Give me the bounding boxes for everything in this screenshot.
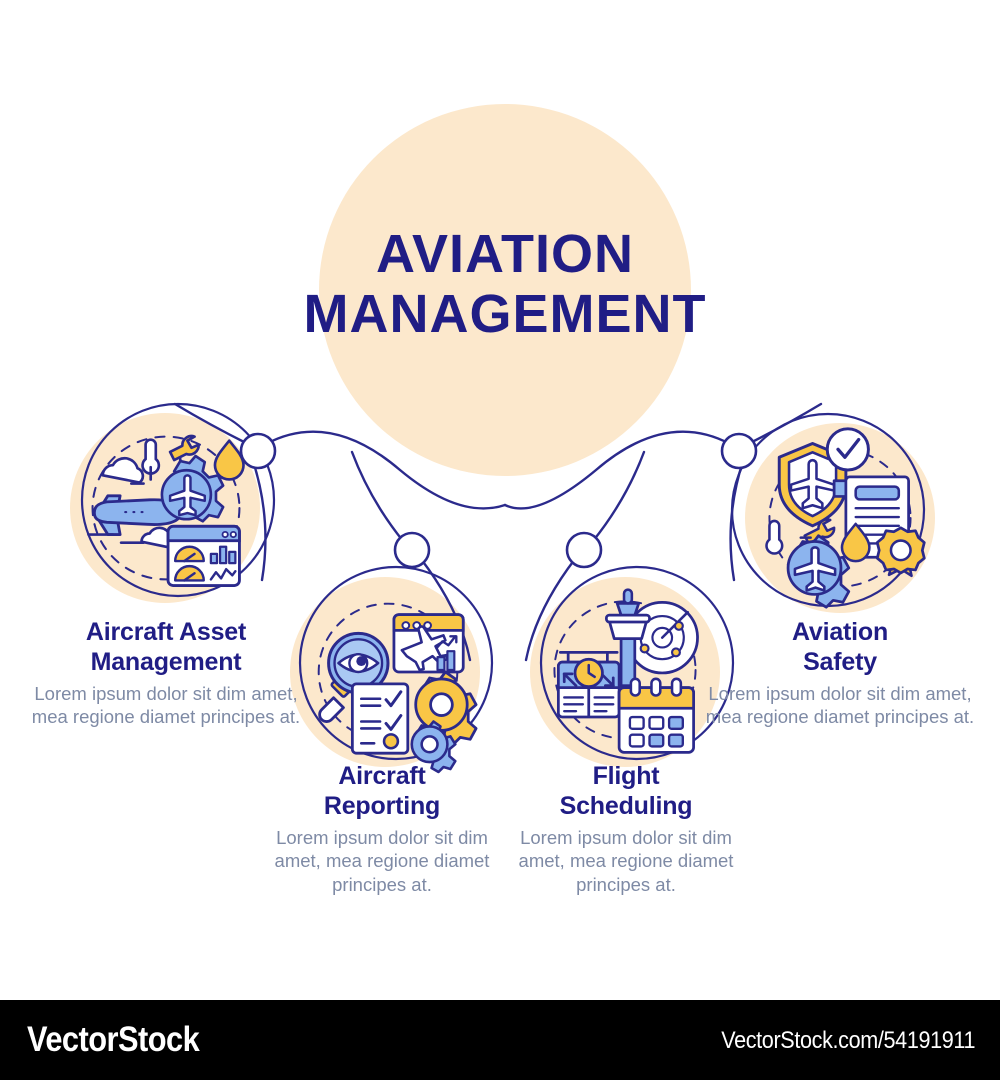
node-ring-flight-scheduling	[539, 565, 735, 761]
node-title-aircraft-asset-management: Aircraft Asset Management	[18, 618, 314, 677]
node-description-aircraft-reporting: Lorem ipsum dolor sit dim amet, mea regi…	[274, 827, 490, 895]
vectorstock-url: VectorStock.com/54191911	[721, 1027, 975, 1054]
node-title-line-2: Management	[90, 647, 242, 676]
center-hub-circle	[319, 104, 691, 476]
connector-node-left	[239, 432, 277, 470]
node-description-flight-scheduling: Lorem ipsum dolor sit dim amet, mea regi…	[518, 827, 734, 895]
node-title-line-1: Aviation	[791, 618, 889, 646]
node-title-aircraft-reporting: Aircraft Reporting	[256, 762, 508, 821]
node-description-aircraft-asset-management: Lorem ipsum dolor sit dim amet, mea regi…	[31, 683, 301, 728]
connector-node-inner-left	[393, 531, 431, 569]
node-title-line-2: Reporting	[323, 791, 441, 820]
node-title-line-1: Aircraft	[338, 762, 426, 790]
watermark-bar: VectorStock VectorStock.com/54191911	[0, 1000, 1000, 1080]
connector-node-inner-right	[565, 531, 603, 569]
node-title-line-2: Scheduling	[559, 791, 693, 820]
hub-title-line-1: AVIATION	[376, 224, 634, 284]
node-text-aircraft-asset-management: Aircraft Asset Management Lorem ipsum do…	[18, 618, 314, 729]
node-title-flight-scheduling: Flight Scheduling	[500, 762, 752, 821]
node-description-aviation-safety: Lorem ipsum dolor sit dim amet, mea regi…	[705, 683, 975, 728]
node-title-aviation-safety: Aviation Safety	[692, 618, 988, 677]
vectorstock-logo: VectorStock	[27, 1020, 200, 1059]
infographic-artwork: AVIATION MANAGEMENT	[70, 104, 935, 774]
node-text-aviation-safety: Aviation Safety Lorem ipsum dolor sit di…	[692, 618, 988, 729]
node-title-line-1: Flight	[592, 762, 660, 790]
node-title-line-2: Safety	[803, 647, 877, 676]
connector-node-right	[720, 432, 758, 470]
connector-lines	[173, 402, 823, 662]
node-text-flight-scheduling: Flight Scheduling Lorem ipsum dolor sit …	[500, 762, 752, 896]
node-title-line-1: Aircraft Asset	[85, 618, 247, 646]
node-ring-aircraft-reporting	[298, 565, 494, 761]
hub-title-line-2: MANAGEMENT	[304, 284, 707, 344]
node-ring-aircraft-asset-management	[80, 402, 276, 598]
node-text-aircraft-reporting: Aircraft Reporting Lorem ipsum dolor sit…	[256, 762, 508, 896]
